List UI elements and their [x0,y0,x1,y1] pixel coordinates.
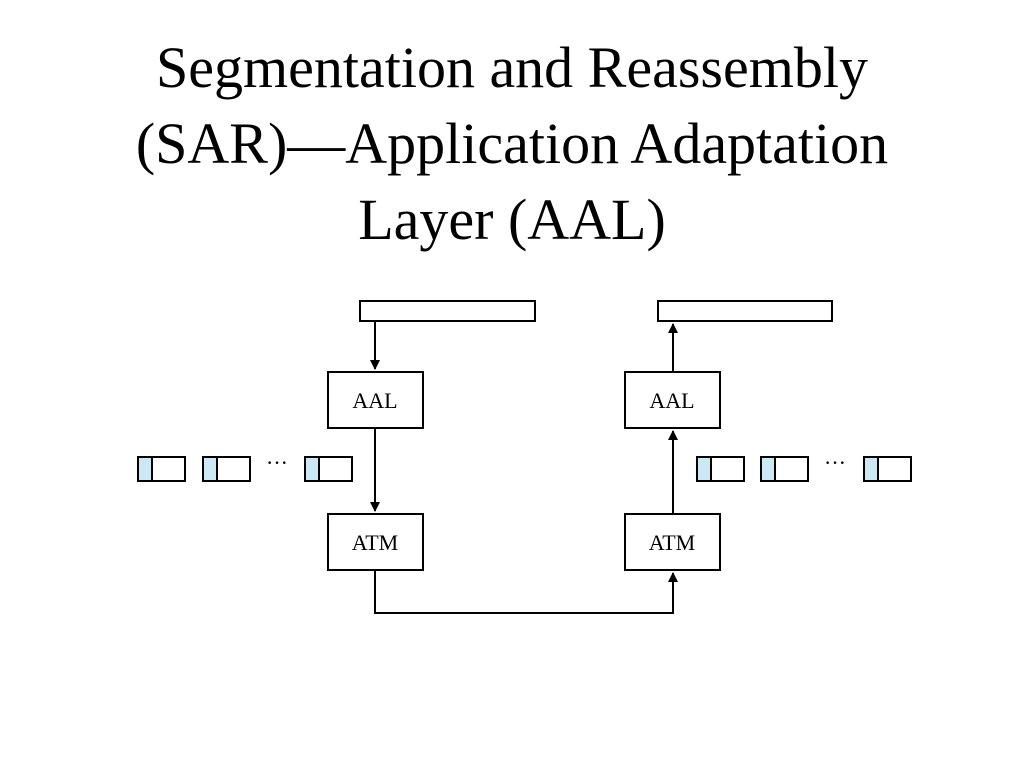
cell-header [137,456,153,482]
cell-payload [216,456,251,482]
receiver-cells: ··· [696,450,912,482]
cell-header [202,456,218,482]
cell-payload [877,456,912,482]
cell [696,456,745,482]
cell-ellipsis: ··· [824,450,846,475]
sender-cells: ··· [137,450,353,482]
receiver-atm-box [624,513,721,571]
receiver-aal-label: AAL [649,388,694,413]
cell [304,456,353,482]
network-link-arrow [374,570,678,614]
receiver-data-unit [657,300,833,322]
cell-header [863,456,879,482]
cell-payload [318,456,353,482]
cell [863,456,912,482]
receiver-aal-box [624,371,721,429]
slide-title: Segmentation and Reassembly (SAR)—Applic… [0,30,1024,258]
sender-data-unit [359,300,536,322]
receiver-atm-label: ATM [649,530,695,555]
sender-atm-label: ATM [352,530,398,555]
title-line-3: Layer (AAL) [358,187,666,252]
cell-header [304,456,320,482]
receiver-stack: AAL ATM [624,300,833,571]
title-line-2: (SAR)—Application Adaptation [135,111,889,176]
title-line-1: Segmentation and Reassembly [156,35,868,100]
cell-header [760,456,776,482]
cell [202,456,251,482]
cell-ellipsis: ··· [266,450,288,475]
cell-payload [774,456,809,482]
cell [137,456,186,482]
cell-payload [151,456,186,482]
cell-header [696,456,712,482]
cell [760,456,809,482]
sender-aal-label: AAL [352,388,397,413]
sender-stack: AAL ATM [327,300,536,571]
cell-payload [710,456,745,482]
